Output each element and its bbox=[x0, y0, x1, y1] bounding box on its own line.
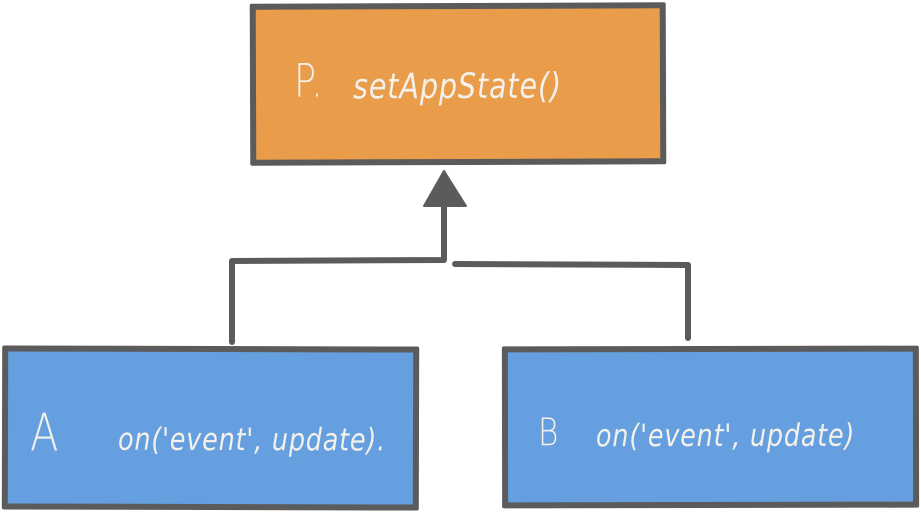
inheritance-arrowhead-icon bbox=[423, 170, 467, 207]
connector-b-to-parent bbox=[452, 261, 691, 341]
child-node-b-letter: B bbox=[537, 410, 560, 455]
child-node-a: A on('event', update). bbox=[1, 345, 420, 511]
child-node-b-method: on('event', update) bbox=[595, 417, 856, 455]
child-node-b: B on('event', update) bbox=[501, 345, 920, 509]
child-node-a-method: on('event', update). bbox=[117, 421, 387, 459]
connector-a-to-parent bbox=[229, 201, 447, 345]
child-node-a-letter: A bbox=[29, 403, 60, 464]
parent-node: P. setAppState() bbox=[249, 2, 667, 166]
parent-node-method: setAppState() bbox=[352, 66, 563, 108]
parent-node-letter: P. bbox=[293, 53, 324, 108]
